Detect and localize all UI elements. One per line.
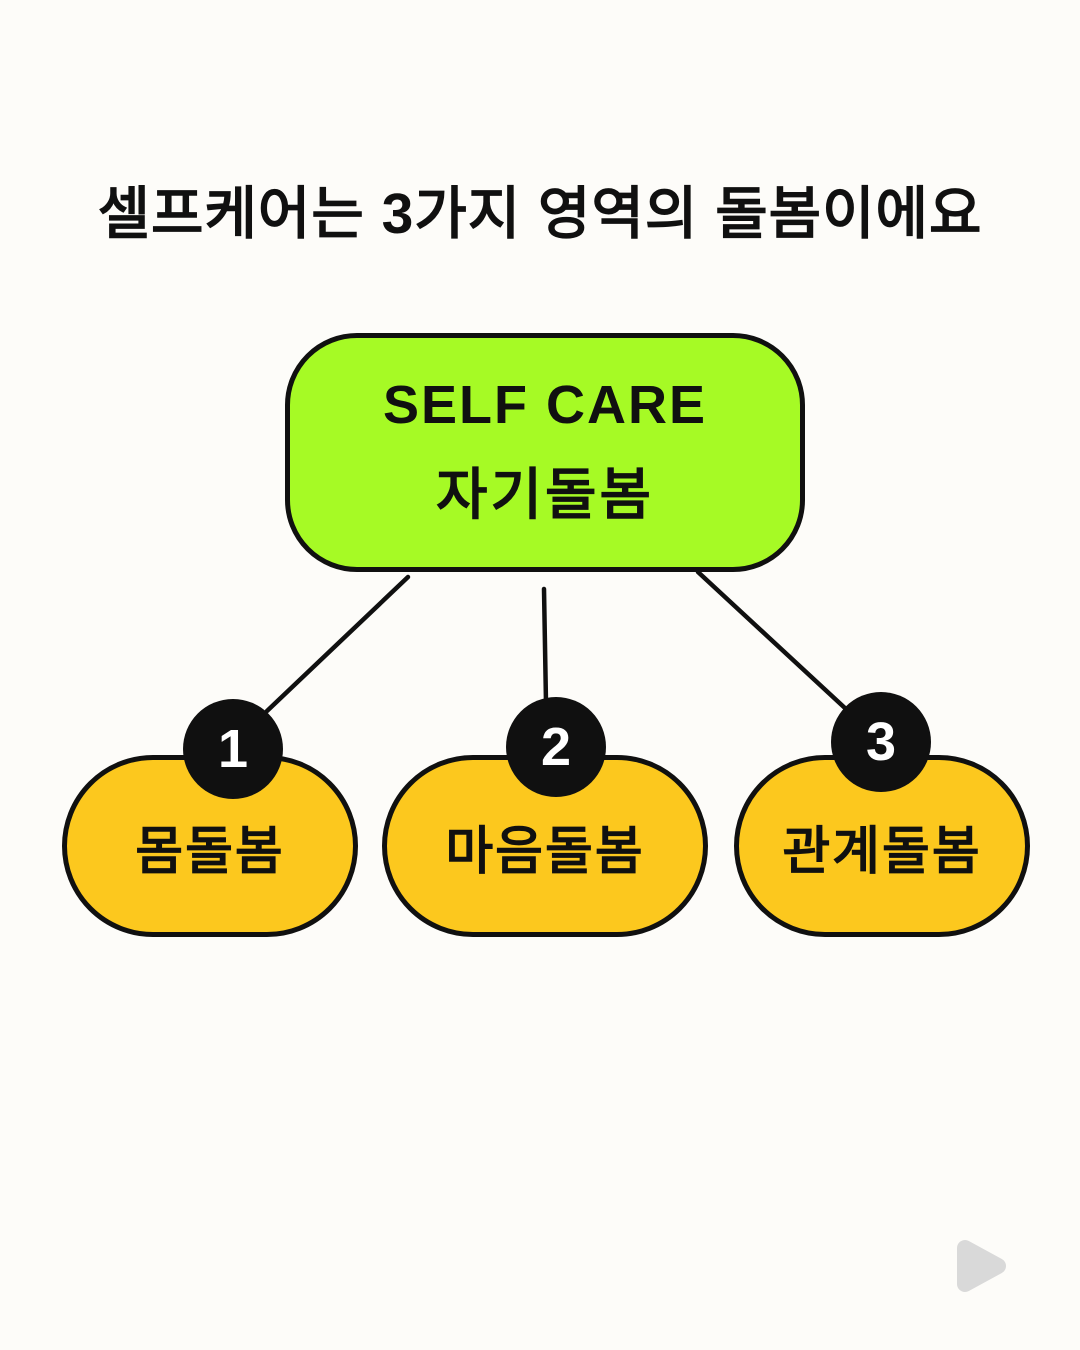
badge-number: 2 [540, 717, 572, 777]
connector-line-1 [264, 574, 411, 714]
badge-number: 3 [865, 712, 897, 772]
root-node-title-ko: 자기돌봄 [435, 463, 655, 526]
branch-label: 마음돌봄 [445, 822, 645, 881]
branch-label: 관계돌봄 [782, 822, 982, 881]
play-icon[interactable] [946, 1230, 1018, 1302]
branch-label: 몸돌봄 [135, 822, 285, 881]
number-badge-3: 3 [831, 692, 931, 792]
root-node-title-en: SELF CARE [382, 375, 708, 435]
badge-number: 1 [217, 719, 249, 779]
connector-line-3 [695, 569, 849, 712]
connector-line-2 [541, 586, 549, 706]
number-badge-2: 2 [506, 697, 606, 797]
page-title: 셀프케어는 3가지 영역의 돌봄이에요 [97, 182, 983, 246]
root-node-self-care: SELF CARE 자기돌봄 [285, 333, 805, 572]
number-badge-1: 1 [183, 699, 283, 799]
